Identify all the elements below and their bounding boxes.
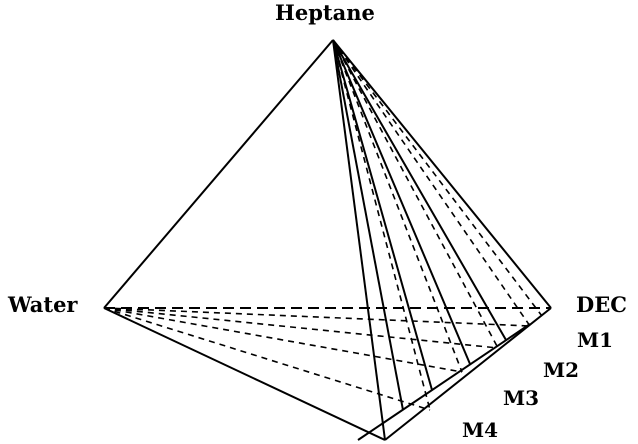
dash-heptane-m1a <box>332 39 531 327</box>
dash-heptane-m4a <box>332 39 431 411</box>
mixture-label-m3: M3 <box>503 386 540 410</box>
mixture-label-m1: M1 <box>577 328 614 352</box>
edge-dec-front <box>384 307 552 441</box>
solid-edges <box>103 39 552 441</box>
mixture-label-m4: M4 <box>462 418 499 442</box>
dash-water-m3 <box>103 307 463 373</box>
dash-water-m4 <box>103 307 431 411</box>
edge-inner-base <box>357 323 531 441</box>
edge-water-front <box>103 307 386 441</box>
edge-heptane-water <box>103 39 334 309</box>
solid-heptane-m2 <box>332 39 471 365</box>
dash-heptane-m2a <box>332 39 499 349</box>
dash-water-m1 <box>103 307 531 327</box>
solid-heptane-m1 <box>332 39 507 341</box>
vertex-label-dec: DEC <box>576 292 627 317</box>
dash-heptane-extra <box>332 39 543 317</box>
dash-heptane-m3a <box>332 39 463 373</box>
vertex-label-heptane: Heptane <box>275 0 375 25</box>
edge-heptane-dec <box>332 39 552 309</box>
solid-heptane-m3 <box>332 39 433 391</box>
mixture-label-m2: M2 <box>543 358 580 382</box>
dashed-edges <box>103 39 551 411</box>
vertex-label-water: Water <box>8 292 78 317</box>
solid-heptane-m4 <box>332 39 404 411</box>
edge-heptane-front <box>332 39 386 441</box>
dash-water-m2 <box>103 307 499 349</box>
